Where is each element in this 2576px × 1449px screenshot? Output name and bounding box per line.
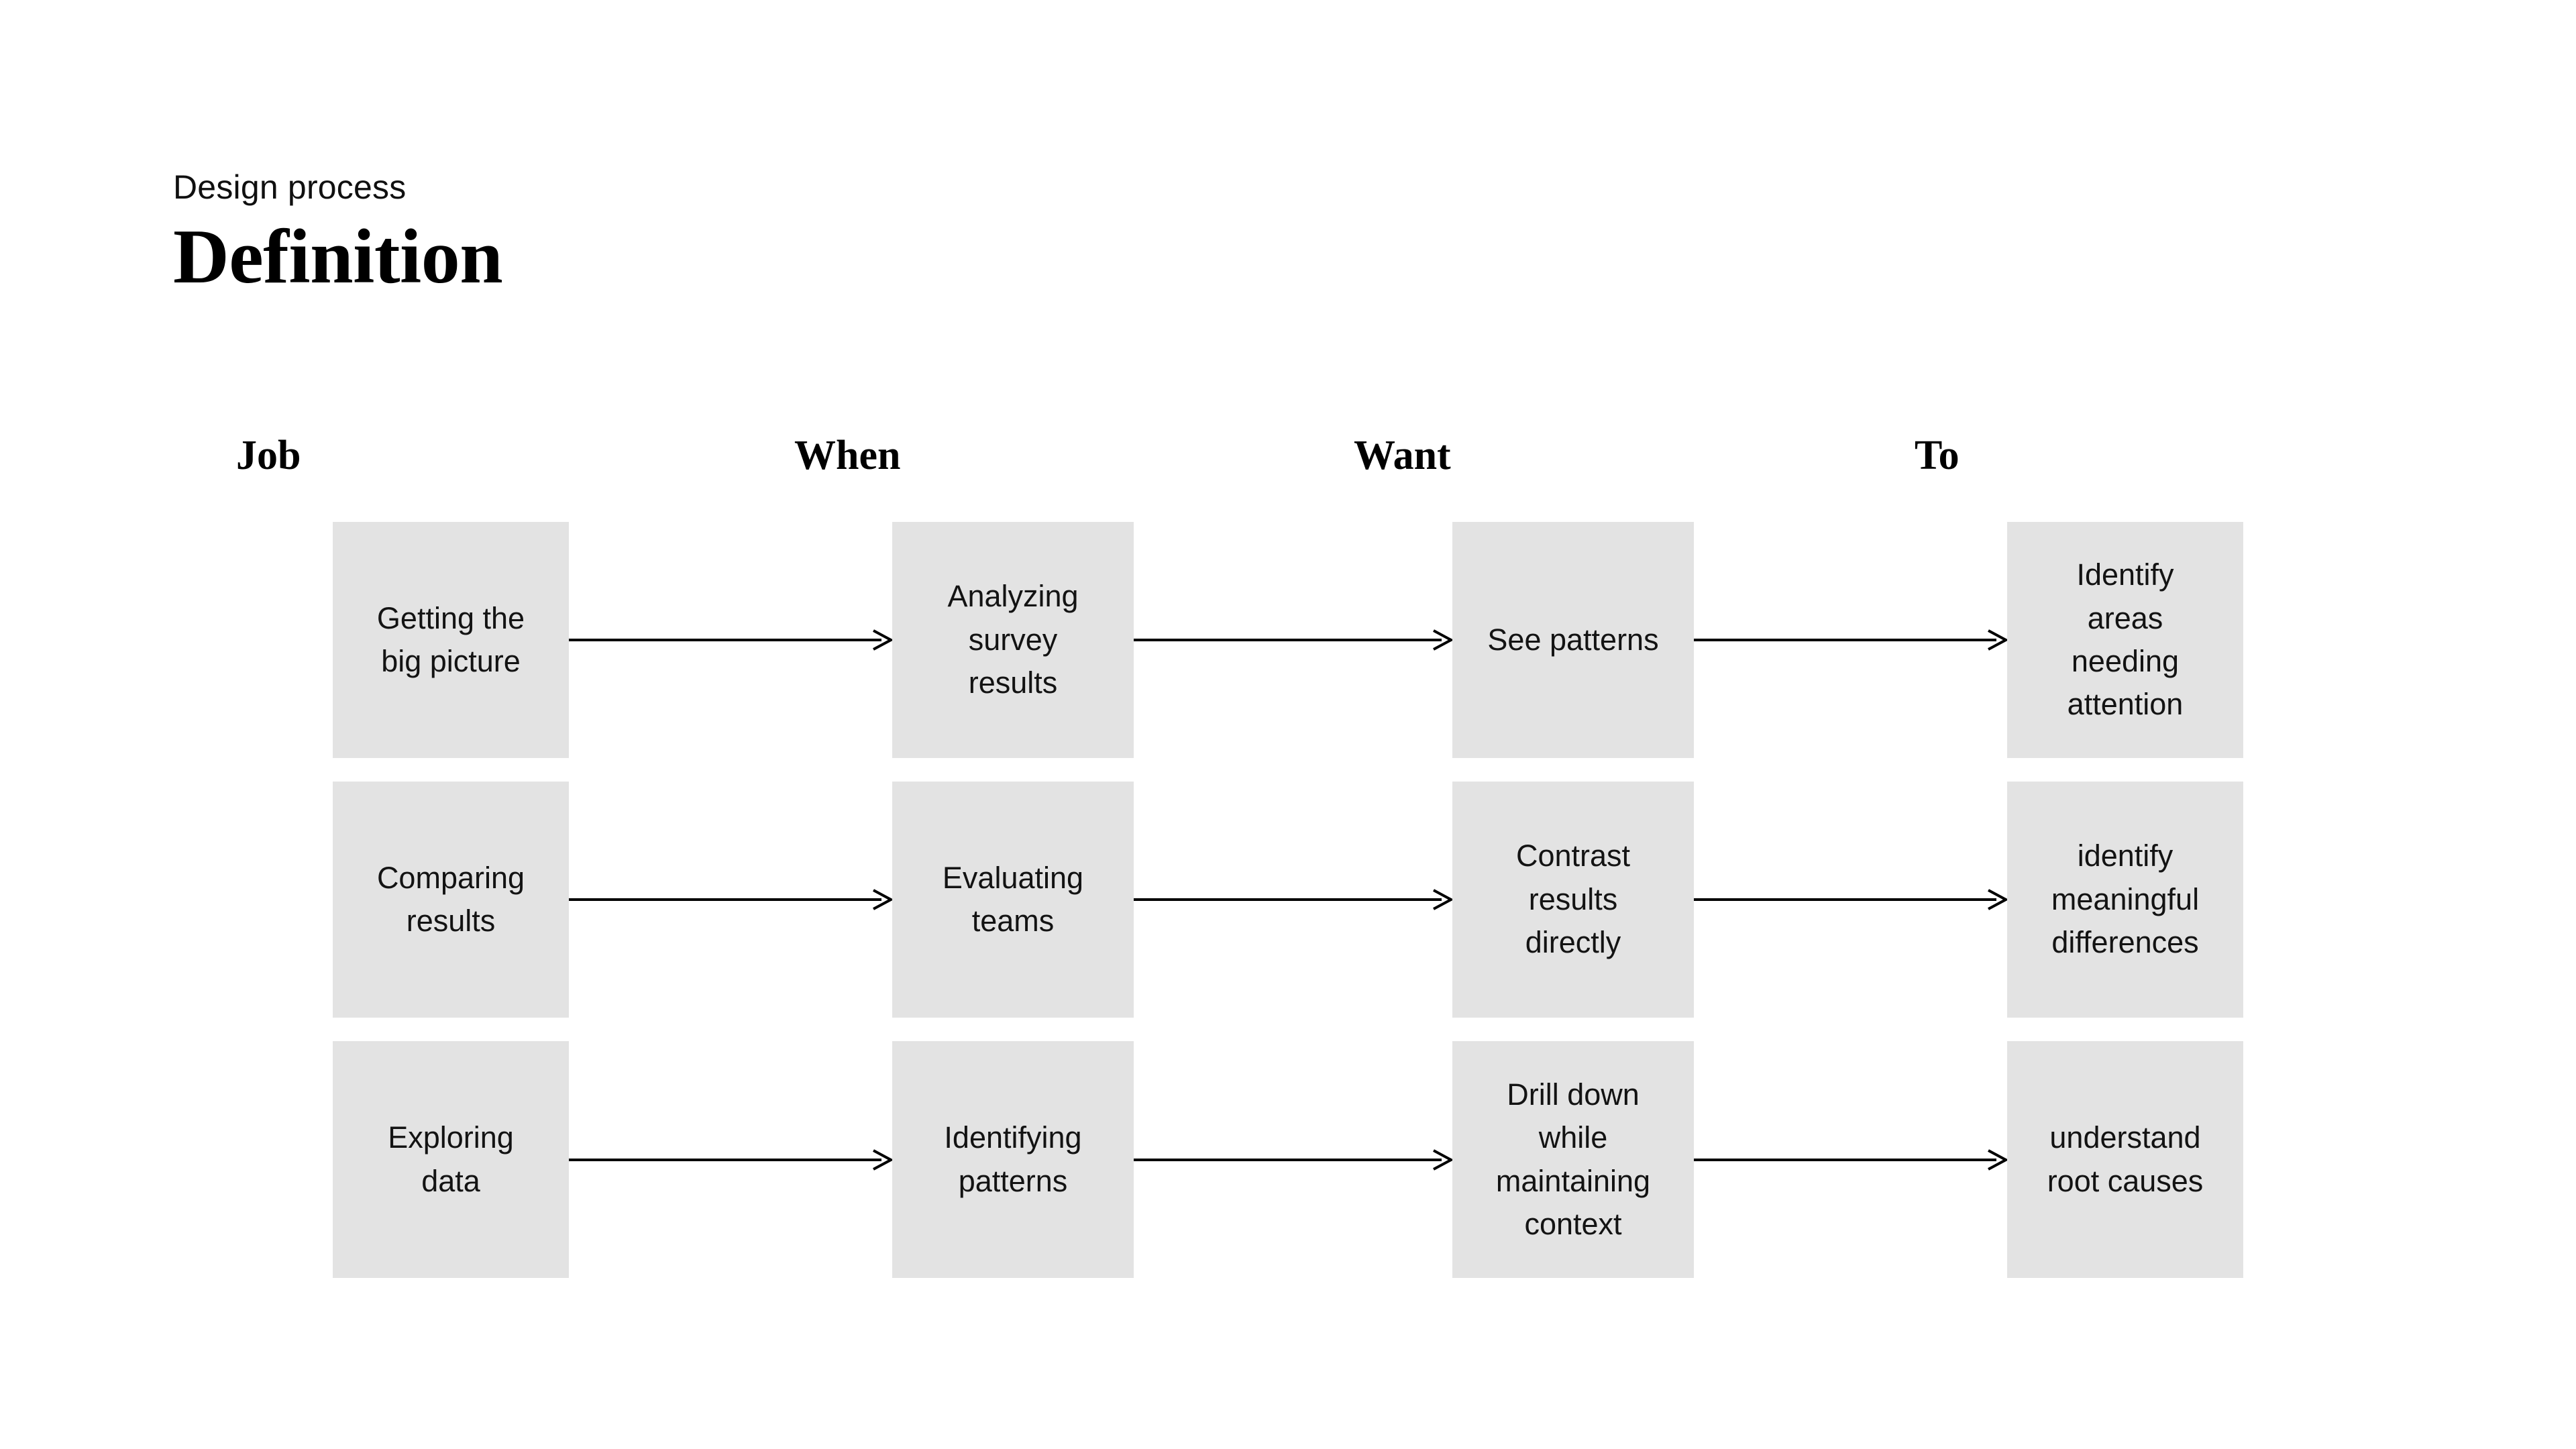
flow-arrow-right-icon (569, 1146, 892, 1173)
matrix-cell-label: understand root causes (2047, 1120, 2204, 1198)
matrix-cell-label: See patterns (1487, 622, 1659, 657)
flow-arrow-right-icon (1134, 1146, 1452, 1173)
flow-arrow-right-icon (569, 627, 892, 653)
page-title: Definition (173, 214, 503, 300)
matrix-cell-label: Getting the big picture (376, 600, 525, 678)
matrix-cell-label: Exploring data (388, 1120, 514, 1198)
matrix-cell: Comparing results (333, 782, 569, 1018)
matrix-cell: understand root causes (2007, 1041, 2243, 1278)
flow-arrow-right-icon (1134, 627, 1452, 653)
matrix-cell-label: Comparing results (376, 860, 525, 938)
matrix-cell: Evaluating teams (892, 782, 1134, 1018)
matrix-cell: Getting the big picture (333, 522, 569, 758)
matrix-cell: Contrast results directly (1452, 782, 1694, 1018)
matrix-cell: Identifying patterns (892, 1041, 1134, 1278)
matrix-cell: identify meaningful differences (2007, 782, 2243, 1018)
matrix-cell-label: Analyzing survey results (947, 579, 1079, 700)
matrix-cell-label: Evaluating teams (942, 860, 1084, 938)
column-header-job: Job (236, 433, 301, 478)
process-eyebrow: Design process (173, 168, 407, 206)
matrix-cell: See patterns (1452, 522, 1694, 758)
matrix-cell: Analyzing survey results (892, 522, 1134, 758)
matrix-cell-label: Drill down while maintaining context (1495, 1077, 1651, 1241)
matrix-cell-label: identify meaningful differences (2051, 839, 2200, 960)
matrix-cell-label: Identifying patterns (944, 1120, 1082, 1198)
flow-arrow-right-icon (1134, 886, 1452, 913)
flow-arrow-right-icon (1694, 1146, 2007, 1173)
column-header-when: When (794, 433, 901, 478)
matrix-cell-label: Identify areas needing attention (2067, 557, 2184, 722)
matrix-cell-label: Contrast results directly (1515, 839, 1631, 960)
matrix-cell: Exploring data (333, 1041, 569, 1278)
matrix-cell: Drill down while maintaining context (1452, 1041, 1694, 1278)
flow-arrow-right-icon (1694, 886, 2007, 913)
flow-arrow-right-icon (569, 886, 892, 913)
column-header-want: Want (1354, 433, 1451, 478)
column-header-to: To (1915, 433, 1960, 478)
flow-arrow-right-icon (1694, 627, 2007, 653)
page-header: Design process Definition (173, 168, 503, 301)
matrix-cell: Identify areas needing attention (2007, 522, 2243, 758)
